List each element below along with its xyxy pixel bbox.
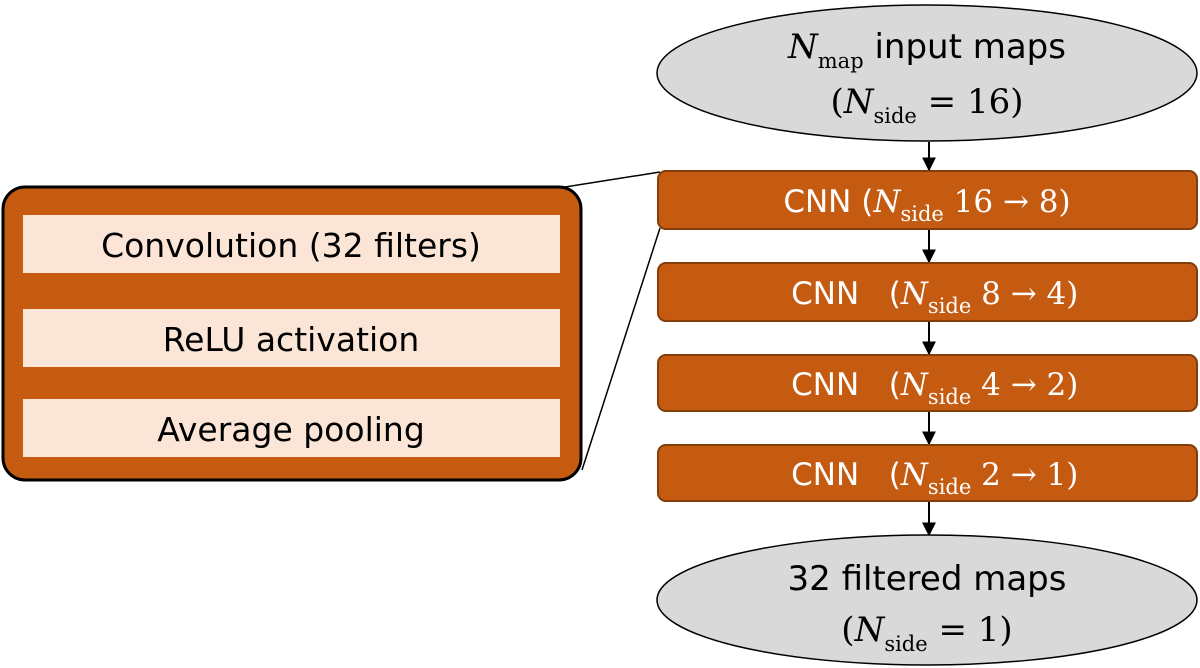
cnn-layer-2-label: CNN (Nside 8 → 4) [737,276,1117,318]
cnn-layer-3-box [657,354,1198,412]
output-maps-node: 32 filtered maps (Nside = 1) [656,534,1198,666]
cnn-layer-1: CNN (Nside 16 → 8) [657,170,1198,230]
detail-row-relu-label: ReLU activation [163,320,420,359]
output-maps-line2: (Nside = 1) [841,610,1012,656]
output-maps-ellipse [656,534,1198,666]
cnn-layer-1-label: CNN (Nside 16 → 8) [783,184,1070,226]
cnn-layer-3-label: CNN (Nside 4 → 2) [737,367,1117,409]
cnn-layer-1-box [657,170,1198,230]
zoom-connector-bottom [581,227,661,471]
input-maps-node: Nmap input maps (Nside = 16) [656,4,1198,142]
cnn-layer-4-label: CNN (Nside 2 → 1) [737,457,1117,499]
input-maps-line1: Nmap input maps [787,27,1066,73]
cnn-detail-box: Convolution (32 filters) ReLU activation… [1,185,583,482]
cnn-layer-4: CNN (Nside 2 → 1) [657,444,1198,502]
detail-row-convolution-label: Convolution (32 filters) [101,226,481,265]
cnn-layer-3: CNN (Nside 4 → 2) [657,354,1198,412]
detail-row-pooling [23,399,560,457]
detail-row-relu [23,309,560,367]
output-maps-line1: 32 filtered maps [788,559,1067,599]
cnn-layer-2-box [657,262,1198,322]
input-maps-ellipse [656,4,1198,142]
cnn-layer-4-box [657,444,1198,502]
cnn-layer-2: CNN (Nside 8 → 4) [657,262,1198,322]
detail-row-convolution [23,215,560,273]
input-maps-line2: (Nside = 16) [830,82,1023,128]
zoom-connector-top [564,171,661,188]
detail-row-pooling-label: Average pooling [157,410,425,449]
